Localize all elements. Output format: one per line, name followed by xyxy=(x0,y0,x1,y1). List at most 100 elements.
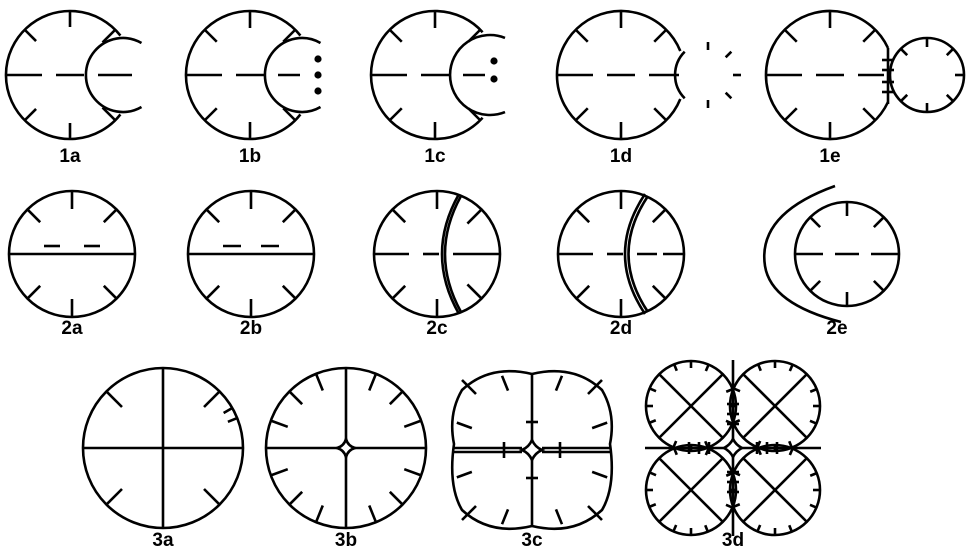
radial-tick xyxy=(390,30,402,42)
radial-tick xyxy=(316,505,323,522)
radial-tick xyxy=(104,209,117,222)
radial-tick xyxy=(404,469,421,475)
panel-label-2e: 2e xyxy=(826,318,847,339)
radial-tick xyxy=(283,209,296,222)
panel-2e-drawing xyxy=(764,186,899,322)
bud-tick xyxy=(901,95,907,101)
panel-2d-drawing xyxy=(558,191,684,317)
rim-tick xyxy=(705,525,708,531)
radial-tick xyxy=(467,209,481,223)
panel-label-1a: 1a xyxy=(59,146,81,167)
radial-tick xyxy=(457,423,472,428)
radial-tick xyxy=(271,421,288,427)
panel-1c-drawing xyxy=(371,11,505,139)
radial-tick xyxy=(289,391,302,404)
radial-tick xyxy=(556,376,562,391)
panel-label-2c: 2c xyxy=(426,318,448,339)
central-cavity xyxy=(522,440,542,460)
radial-tick xyxy=(205,30,217,42)
radial-tick xyxy=(556,509,562,524)
radial-tick xyxy=(874,281,884,291)
rim-tick xyxy=(758,364,761,370)
panel-label-3b: 3b xyxy=(335,530,357,551)
panel-3b-drawing xyxy=(266,368,426,528)
radial-tick xyxy=(289,492,302,505)
radial-tick xyxy=(204,489,220,505)
panel-2b-drawing xyxy=(188,191,314,317)
rim-tick xyxy=(789,525,792,531)
rim-tick xyxy=(790,365,793,371)
rim-tick xyxy=(810,389,816,392)
radial-tick xyxy=(316,374,323,391)
panel-label-1c: 1c xyxy=(424,146,446,167)
radial-tick xyxy=(283,286,296,299)
radial-tick xyxy=(576,209,589,222)
radial-tick xyxy=(785,108,797,120)
central-cavity xyxy=(724,439,742,457)
panel-2c-drawing xyxy=(374,191,500,317)
panel-label-3d: 3d xyxy=(722,530,744,551)
radial-tick xyxy=(576,30,588,42)
radial-tick xyxy=(457,472,472,477)
radial-tick xyxy=(502,509,508,524)
panel-3d-drawing xyxy=(645,360,821,536)
radial-tick xyxy=(204,391,220,407)
radial-tick xyxy=(810,217,820,227)
rim-tick xyxy=(674,364,677,370)
small-tick xyxy=(228,418,237,422)
radial-tick xyxy=(205,108,217,120)
nucleus-dot xyxy=(490,57,497,64)
small-tick xyxy=(224,408,233,413)
radial-tick xyxy=(863,30,875,42)
radial-tick xyxy=(25,109,36,120)
panel-label-1d: 1d xyxy=(610,146,632,167)
radial-tick xyxy=(654,30,666,42)
radial-tick xyxy=(654,108,666,120)
nucleus-dot xyxy=(314,71,321,78)
radial-tick xyxy=(467,284,481,298)
rim-tick xyxy=(810,473,816,476)
nucleus-dot xyxy=(490,75,497,82)
panel-2a-drawing xyxy=(9,191,135,317)
radial-tick xyxy=(863,108,875,120)
radial-tick xyxy=(785,30,797,42)
rim-tick xyxy=(757,525,760,531)
radial-tick xyxy=(206,209,219,222)
panel-label-3c: 3c xyxy=(521,530,543,551)
radial-tick xyxy=(27,209,40,222)
rim-tick xyxy=(650,388,656,391)
radial-tick xyxy=(653,286,666,299)
radial-tick xyxy=(25,30,36,41)
panel-1a-drawing xyxy=(6,11,142,139)
bud-tick xyxy=(901,49,907,55)
bud-tick xyxy=(947,49,953,55)
bud-tick xyxy=(726,93,732,99)
radial-tick xyxy=(106,391,122,407)
radial-tick xyxy=(592,423,607,428)
panel-1e-drawing xyxy=(766,11,964,139)
rim-tick xyxy=(650,472,656,475)
radial-tick xyxy=(576,108,588,120)
panel-1b-drawing xyxy=(186,11,322,139)
radial-tick xyxy=(810,281,820,291)
radial-tick xyxy=(392,286,405,299)
central-cavity xyxy=(337,439,355,457)
nucleus-dot xyxy=(314,55,321,62)
radial-tick xyxy=(27,286,40,299)
rim-tick xyxy=(810,421,816,424)
panel-label-2a: 2a xyxy=(61,318,83,339)
radial-tick xyxy=(653,209,666,222)
panel-label-1e: 1e xyxy=(819,146,840,167)
panel-label-2b: 2b xyxy=(240,318,262,339)
rim-tick xyxy=(673,525,676,531)
panel-label-1b: 1b xyxy=(239,146,261,167)
nucleus-dot xyxy=(314,87,321,94)
rim-tick xyxy=(706,365,709,371)
radial-tick xyxy=(392,209,405,222)
radial-tick xyxy=(369,505,376,522)
panel-1d-drawing xyxy=(557,11,741,139)
radial-tick xyxy=(369,374,376,391)
radial-tick xyxy=(104,286,117,299)
panel-3a-drawing xyxy=(83,368,243,528)
